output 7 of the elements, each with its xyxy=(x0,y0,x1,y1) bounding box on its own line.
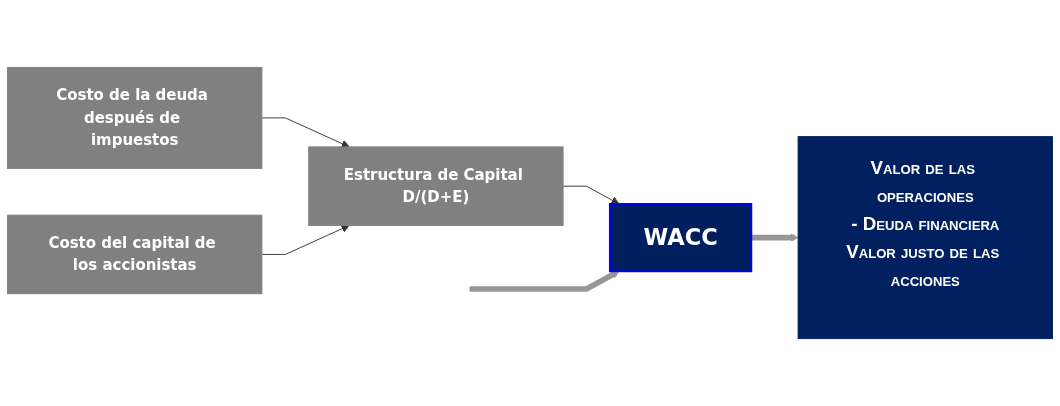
node-box: Costo del capital de los accionistas xyxy=(7,214,263,295)
node-box: Costo de la deuda después de impuestos xyxy=(7,66,263,169)
node-box: Valor de las operaciones - Deuda financiera Valor justo de las acciones xyxy=(797,136,1053,340)
node-box: WACC xyxy=(608,203,753,273)
arrow xyxy=(751,233,799,242)
node-box: Estructura de Capital D/(D+E) xyxy=(308,146,564,226)
arrow xyxy=(469,270,620,292)
